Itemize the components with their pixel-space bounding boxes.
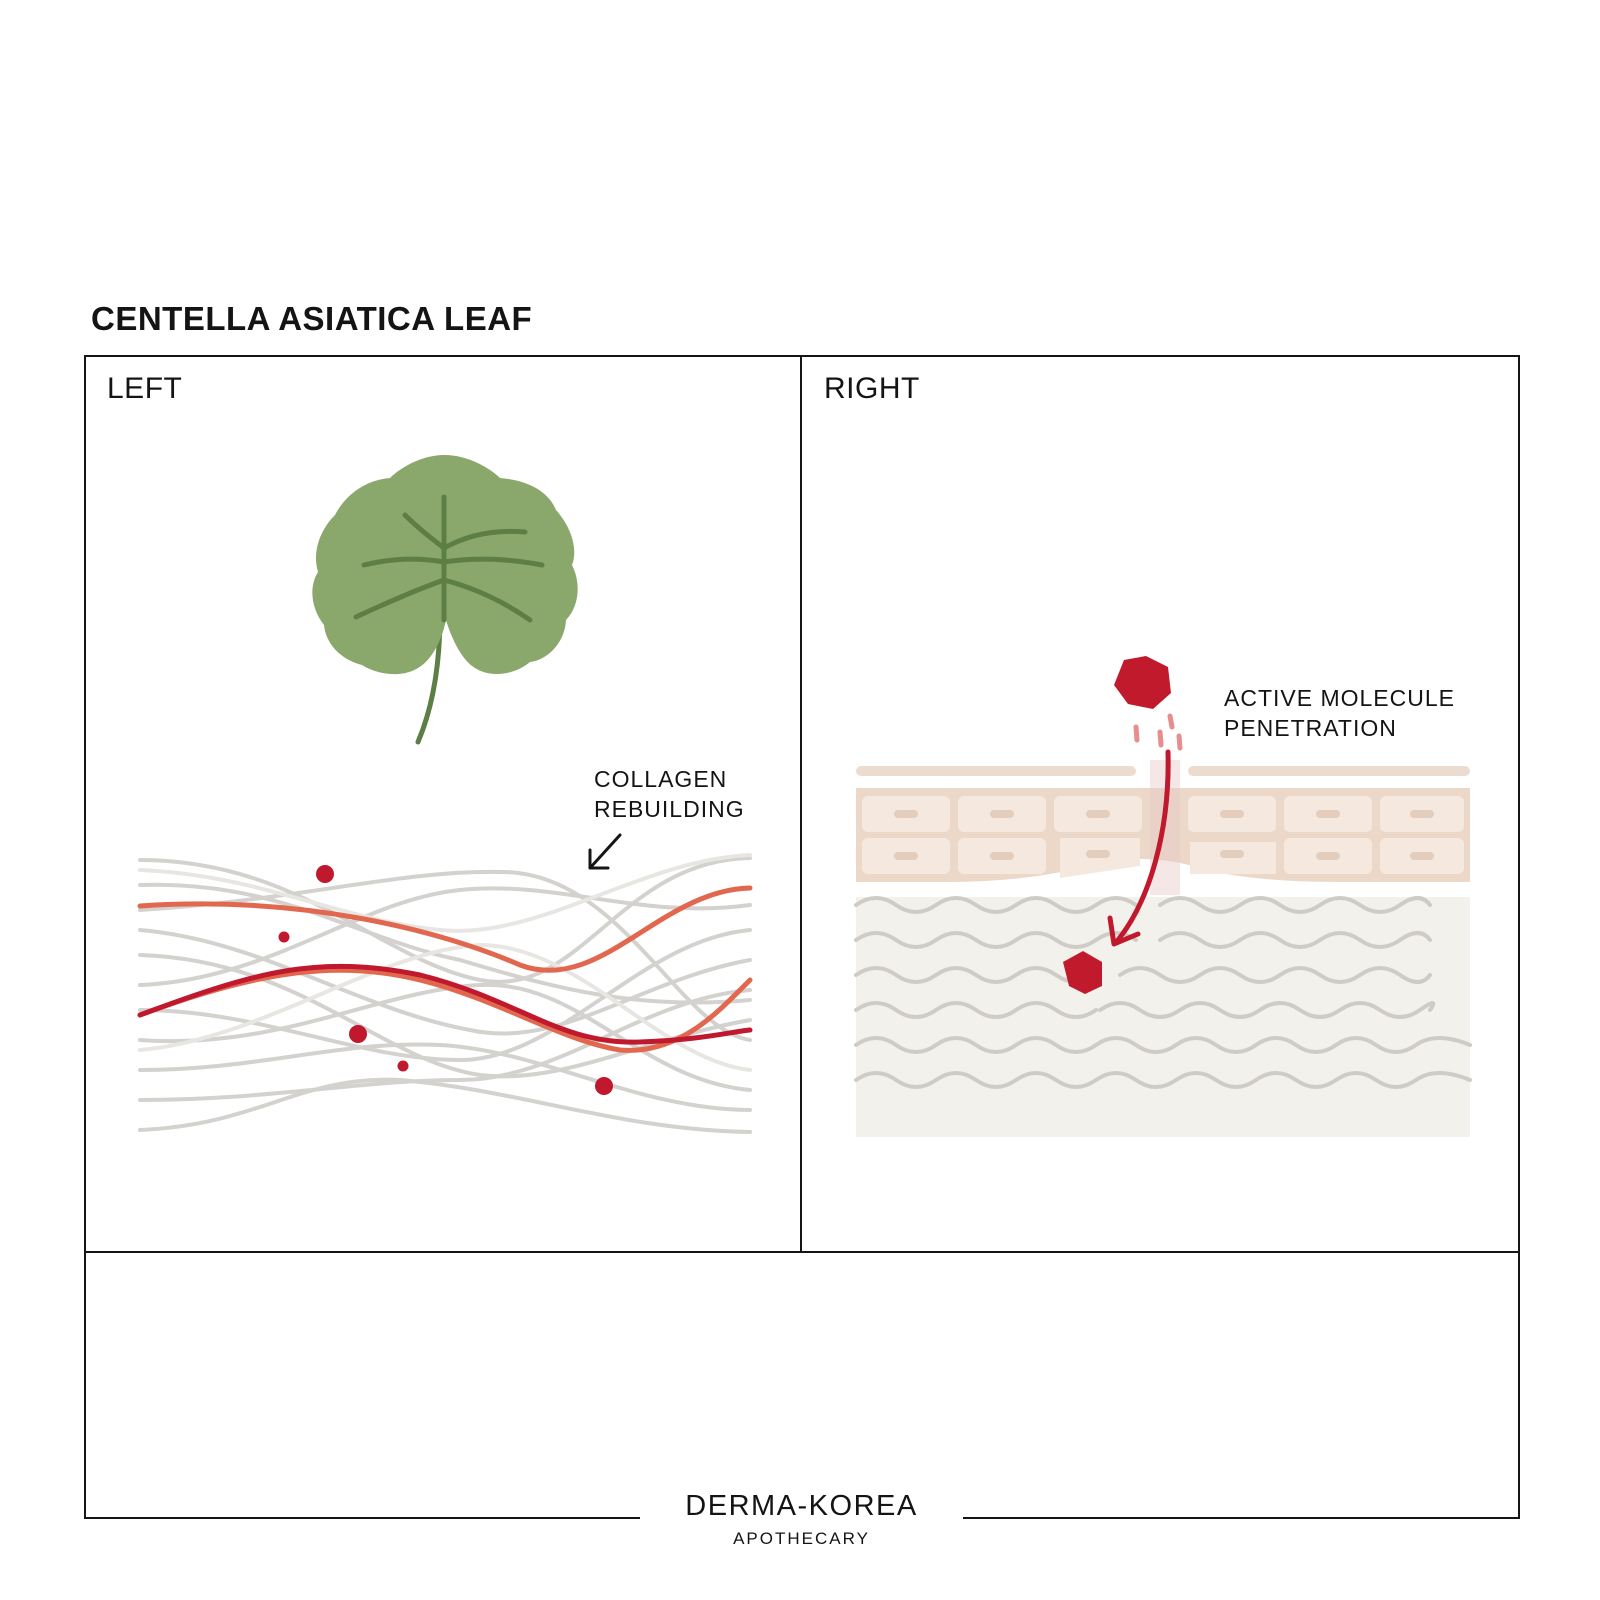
collagen-particles (278, 865, 613, 1095)
hexagon-molecule-icon (1114, 656, 1171, 709)
annotation-line: REBUILDING (594, 796, 745, 822)
molecule-trail (1133, 713, 1183, 751)
collagen-rebuilding-annotation: COLLAGEN REBUILDING (594, 764, 745, 824)
footer-frame-gap (640, 1510, 963, 1524)
annotation-line: ACTIVE MOLECULE (1224, 685, 1455, 711)
brand-subtitle: APOTHECARY (733, 1529, 870, 1548)
centella-leaf-icon (312, 455, 578, 745)
penetration-arrow (1115, 749, 1171, 943)
right-panel-label: RIGHT (824, 372, 920, 405)
annotation-line: PENETRATION (1224, 715, 1397, 741)
panel-divider-vertical (800, 355, 802, 1253)
left-panel-label: LEFT (107, 372, 183, 405)
annotation-line: COLLAGEN (594, 766, 728, 792)
arrow-down-left-icon (588, 833, 622, 870)
molecule-penetration-annotation: ACTIVE MOLECULE PENETRATION (1224, 683, 1455, 743)
collagen-fiber-bundle (137, 853, 753, 1134)
page-title: CENTELLA ASIATICA LEAF (91, 300, 533, 337)
panel-divider-horizontal (84, 1251, 1520, 1253)
hexagon-molecule-icon (1063, 951, 1102, 994)
brand-name: DERMA-KOREA (685, 1490, 918, 1522)
skin-cross-section (854, 760, 1472, 1137)
